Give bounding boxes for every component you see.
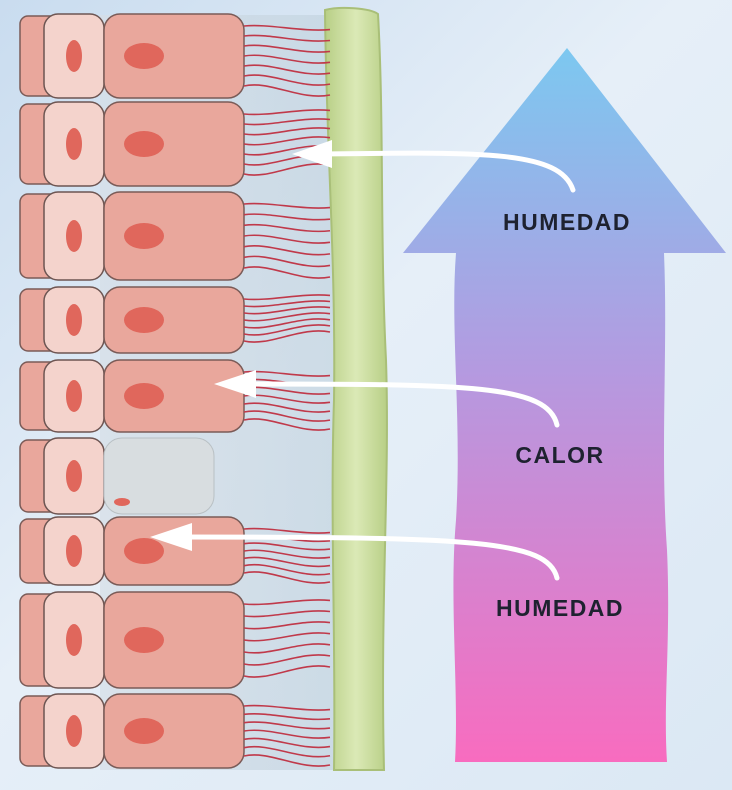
small-cell-nucleus <box>66 380 82 412</box>
basement-membrane <box>325 8 387 770</box>
columnar-cell-nucleus <box>124 223 164 249</box>
columnar-cell-nucleus <box>124 43 164 69</box>
small-cell-nucleus <box>66 535 82 567</box>
small-cell-nucleus <box>66 40 82 72</box>
columnar-cell-nucleus <box>124 538 164 564</box>
small-cell-nucleus <box>66 460 82 492</box>
columnar-cell-nucleus <box>124 307 164 333</box>
label-humedad-bottom: HUMEDAD <box>460 595 660 622</box>
small-cell-nucleus <box>66 220 82 252</box>
columnar-cell-nucleus <box>124 383 164 409</box>
label-humedad-top: HUMEDAD <box>467 209 667 236</box>
columnar-cell-nucleus <box>124 131 164 157</box>
small-cell-nucleus <box>66 304 82 336</box>
columnar-cell-nucleus <box>124 627 164 653</box>
label-calor: CALOR <box>460 442 660 469</box>
goblet-cell-nucleus <box>114 498 130 506</box>
small-cell-nucleus <box>66 128 82 160</box>
small-cell-nucleus <box>66 624 82 656</box>
small-cell-nucleus <box>66 715 82 747</box>
columnar-cell-nucleus <box>124 718 164 744</box>
